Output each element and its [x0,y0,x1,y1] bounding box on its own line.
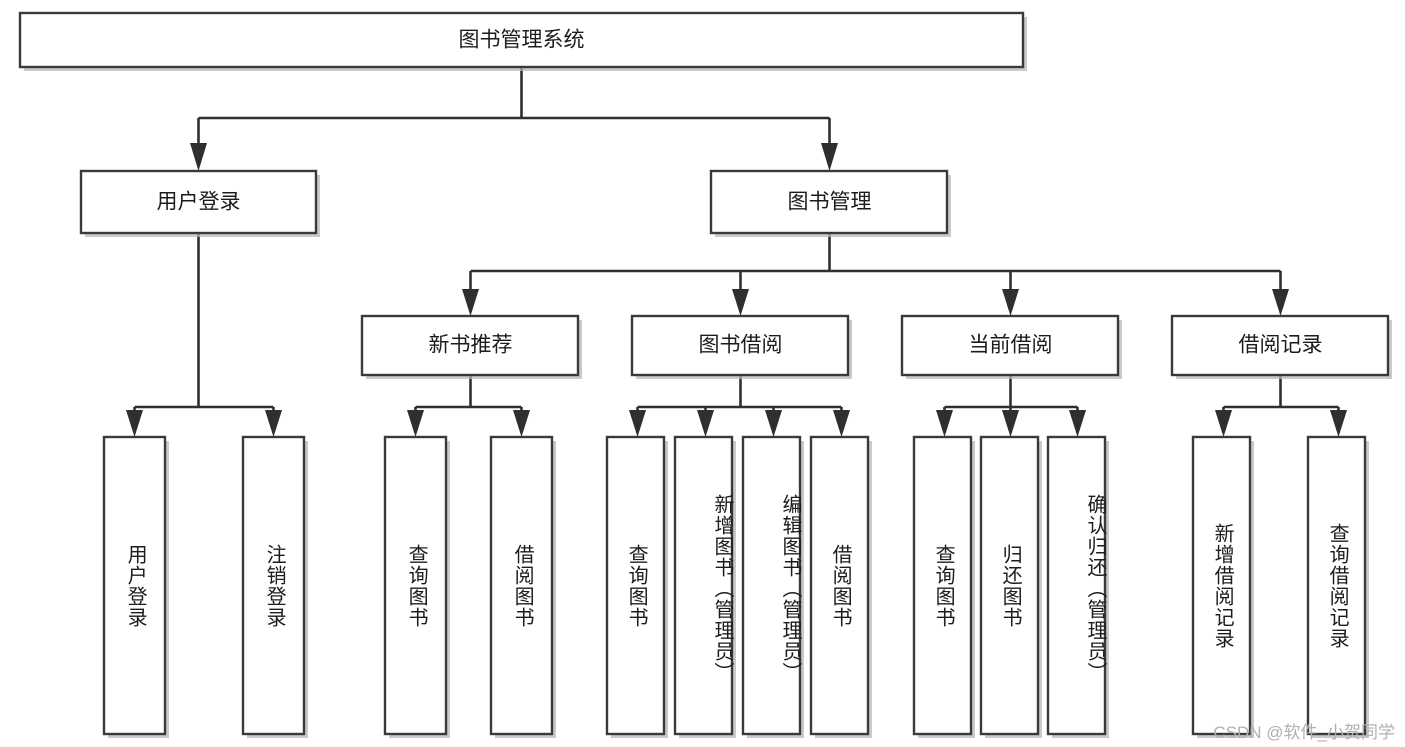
leaf-node-new-book-2[interactable] [489,435,556,738]
arrow-new-book-leaf2 [513,410,530,437]
arrow-current-borrow-leaf2 [1002,410,1019,437]
arrow-to-borrow-record [1272,289,1289,316]
edge-group-new-book-leaves [407,375,530,437]
node-borrow-record-label: 借阅记录 [1239,334,1323,357]
leaf-group-book-borrow [605,435,872,738]
arrow-book-borrow-leaf2 [697,410,714,437]
leaf-node-user-login-2[interactable] [241,435,308,738]
leaf-node-borrow-record-1[interactable] [1191,435,1254,738]
node-current-borrow-label: 当前借阅 [969,334,1053,357]
node-book-borrow-label: 图书借阅 [699,334,783,357]
leaf-node-current-borrow-2[interactable] [979,435,1042,738]
edge-group-root-to-level2 [190,67,838,171]
arrow-to-current-borrow [1002,289,1019,316]
node-user-login-label: 用户登录 [157,191,241,214]
edge-group-book-borrow-leaves [629,375,850,437]
watermark-text: CSDN @软件_小贺同学 [1213,723,1395,742]
leaf-node-new-book-1[interactable] [383,435,450,738]
leaf-group-borrow-record [1191,435,1369,738]
node-root-label: 图书管理系统 [459,29,585,52]
arrow-user-login-leaf1 [126,410,143,437]
arrow-borrow-record-leaf2 [1330,410,1347,437]
node-book-borrow[interactable]: 图书借阅 [630,314,852,379]
node-new-book-recommend-label: 新书推荐 [429,334,513,357]
arrow-current-borrow-leaf1 [936,410,953,437]
leaf-node-user-login-1[interactable] [102,435,169,738]
leaf-node-borrow-record-2[interactable] [1306,435,1369,738]
edge-group-current-borrow-leaves [936,375,1086,437]
arrow-borrow-record-leaf1 [1215,410,1232,437]
edge-group-user-login-leaves [126,233,282,437]
edge-group-book-mgmt-to-level3 [462,233,1289,316]
arrow-to-book-mgmt [821,143,838,171]
leaf-group-current-borrow [912,435,1109,738]
arrow-current-borrow-leaf3 [1069,410,1086,437]
edge-group-borrow-record-leaves [1215,375,1347,437]
node-book-management-label: 图书管理 [788,191,872,214]
arrow-new-book-leaf1 [407,410,424,437]
arrow-book-borrow-leaf3 [765,410,782,437]
node-user-login[interactable]: 用户登录 [79,169,320,237]
arrow-to-new-book [462,289,479,316]
leaf-group-new-book-recommend [383,435,556,738]
node-current-borrow[interactable]: 当前借阅 [900,314,1122,379]
leaf-node-current-borrow-3[interactable] [1046,435,1109,738]
arrow-to-book-borrow [732,289,749,316]
leaf-node-book-borrow-1[interactable] [605,435,668,738]
leaf-node-book-borrow-4[interactable] [809,435,872,738]
arrow-book-borrow-leaf1 [629,410,646,437]
arrow-to-user-login [190,143,207,171]
node-book-management[interactable]: 图书管理 [709,169,951,237]
leaf-node-current-borrow-1[interactable] [912,435,975,738]
node-new-book-recommend[interactable]: 新书推荐 [360,314,582,379]
leaf-node-book-borrow-3[interactable] [741,435,804,738]
arrow-user-login-leaf2 [265,410,282,437]
leaf-node-book-borrow-2[interactable] [673,435,736,738]
node-borrow-record[interactable]: 借阅记录 [1170,314,1392,379]
arrow-book-borrow-leaf4 [833,410,850,437]
node-root[interactable]: 图书管理系统 [18,11,1027,71]
leaf-group-user-login [102,435,308,738]
